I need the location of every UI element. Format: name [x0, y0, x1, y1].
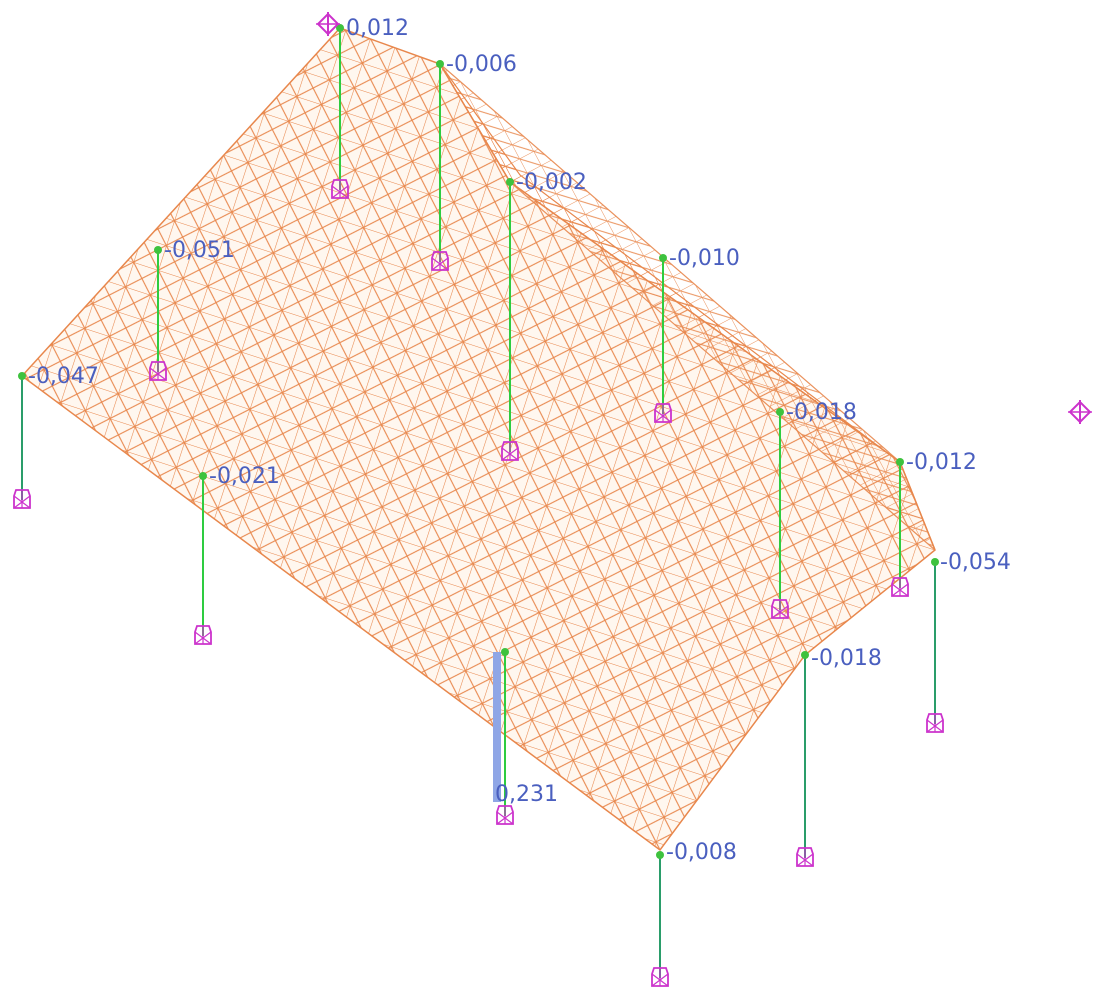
column-node [154, 246, 162, 254]
column-node [501, 648, 509, 656]
column-node [896, 458, 904, 466]
column-c7[interactable] [771, 408, 789, 619]
displacement-label: 0,231 [495, 782, 558, 807]
column-c2[interactable] [431, 60, 449, 271]
support-cube-icon[interactable] [796, 847, 814, 867]
columns-layer [13, 12, 1092, 987]
displacement-label: -0,010 [669, 246, 740, 271]
column-node [18, 372, 26, 380]
column-c6[interactable] [13, 372, 31, 509]
labels-layer: 0,012 -0,006 -0,002 -0,051 -0,010 -0,047 -0,01… [28, 16, 1011, 865]
column-c13[interactable] [651, 851, 669, 987]
displacement-label: -0,008 [666, 840, 737, 865]
displacement-label: -0,018 [811, 646, 882, 671]
roof-mesh [20, 27, 936, 852]
column-c3[interactable] [501, 178, 519, 461]
support-cube-icon[interactable] [771, 599, 789, 619]
column-node [801, 651, 809, 659]
displacement-label: 0,012 [346, 16, 409, 41]
displacement-label: -0,054 [940, 550, 1011, 575]
pin-support-icon[interactable] [316, 12, 340, 36]
support-cube-icon[interactable] [654, 403, 672, 423]
column-c4[interactable] [149, 246, 167, 381]
support-cube-icon[interactable] [496, 805, 514, 825]
support-cube-icon[interactable] [194, 625, 212, 645]
column-c10[interactable] [926, 558, 944, 733]
pin-support-icon[interactable] [1068, 400, 1092, 424]
displacement-label: -0,006 [446, 52, 517, 77]
column-c9[interactable] [891, 458, 909, 597]
column-node [776, 408, 784, 416]
support-cube-icon[interactable] [501, 441, 519, 461]
roof-slope-left-mesh [22, 28, 935, 850]
reaction-bar [493, 652, 501, 802]
column-node [659, 254, 667, 262]
column-node [199, 472, 207, 480]
displacement-label: -0,021 [209, 464, 280, 489]
column-c12[interactable] [493, 648, 514, 825]
displacement-label: -0,051 [164, 238, 235, 263]
column-node [931, 558, 939, 566]
roof-slope-right [439, 63, 936, 551]
displacement-label: -0,002 [516, 170, 587, 195]
support-cube-icon[interactable] [651, 967, 669, 987]
column-node [336, 24, 344, 32]
column-c5[interactable] [654, 254, 672, 423]
displacement-label: -0,012 [906, 450, 977, 475]
support-cube-icon[interactable] [926, 713, 944, 733]
column-node [656, 851, 664, 859]
column-c8[interactable] [194, 472, 212, 645]
support-cube-icon[interactable] [891, 577, 909, 597]
support-cube-icon[interactable] [149, 361, 167, 381]
support-cube-icon[interactable] [331, 179, 349, 199]
displacement-label: -0,047 [28, 364, 99, 389]
column-c1[interactable] [316, 12, 349, 199]
displacement-label: -0,018 [786, 400, 857, 425]
column-c11[interactable] [796, 651, 814, 867]
support-cube-icon[interactable] [13, 489, 31, 509]
support-cube-icon[interactable] [431, 251, 449, 271]
column-node [436, 60, 444, 68]
column-node [506, 178, 514, 186]
